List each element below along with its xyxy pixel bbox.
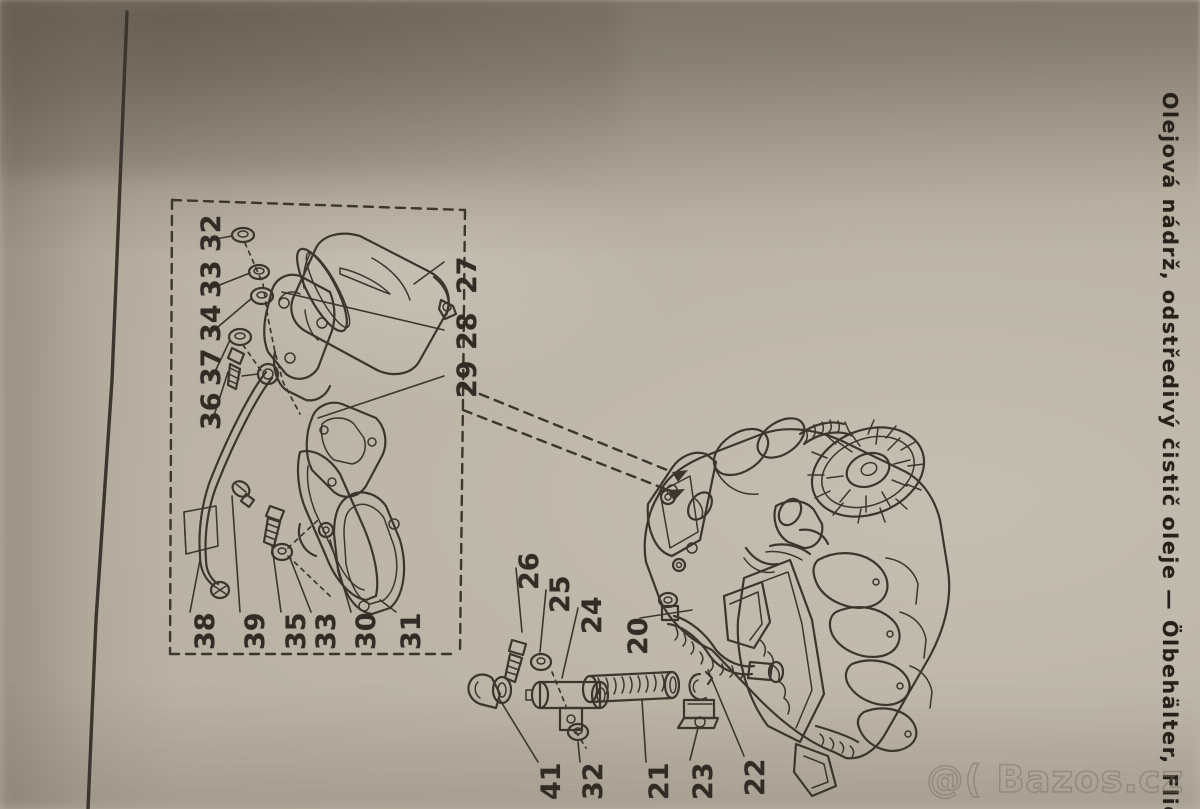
page-edge-line (86, 10, 129, 809)
part-26-hollow-bolt (503, 638, 528, 684)
fasteners-stack (226, 226, 301, 415)
callout-26: 26 (514, 552, 545, 590)
callout-31: 31 (396, 612, 427, 650)
callout-27: 27 (452, 256, 483, 294)
callout-39: 39 (240, 612, 271, 650)
part-38-oil-pipe (183, 370, 274, 600)
part-41-banjo-union (467, 673, 513, 710)
callout-36: 36 (196, 392, 227, 430)
callout-35: 35 (281, 612, 312, 650)
part-39-oil-pipe-union (231, 480, 256, 509)
site-watermark: @( Bazos.cz (926, 757, 1184, 802)
leader-lines-lower (499, 567, 745, 763)
callout-32-b: 32 (578, 762, 609, 800)
part-27-centrifugal-oil-filter (290, 232, 458, 376)
callout-32-a: 32 (196, 214, 227, 252)
callout-21: 21 (644, 762, 675, 800)
part-32-nut-lower (566, 722, 590, 742)
cooling-fan (807, 419, 926, 524)
photo-shadow-top-left (0, 0, 620, 175)
callout-30: 30 (351, 612, 382, 650)
photo-shadow-left (0, 0, 170, 809)
leader-lines-right (281, 261, 445, 419)
part-28-filter-mounting-flange (241, 273, 336, 402)
callout-28: 28 (452, 312, 483, 350)
callout-29: 29 (452, 360, 483, 398)
part-31-bracket-gasket (332, 491, 406, 616)
callout-22: 22 (740, 758, 771, 796)
detail-box-outline (168, 198, 467, 656)
callout-33-a: 33 (196, 260, 227, 298)
part-20-oil-hose-assembly (657, 591, 785, 684)
leader-lines-left (209, 235, 253, 423)
callout-38: 38 (190, 612, 221, 650)
part-33-nut-lower (270, 519, 331, 597)
cylinder-fins (812, 552, 933, 752)
callout-41: 41 (536, 762, 567, 800)
engine-assembly-illustration (643, 417, 951, 798)
callout-34: 34 (196, 304, 227, 342)
part-25-sealing-ring (529, 652, 553, 672)
callout-37: 37 (196, 348, 227, 386)
callout-24: 24 (577, 596, 608, 634)
part-23-hose-bracket (676, 698, 720, 730)
part-29-flange-gasket (305, 401, 387, 498)
detail-box-leader-lines (461, 386, 674, 492)
callout-23: 23 (688, 762, 719, 800)
part-21-flexible-hose (581, 670, 681, 704)
photo-shadow-top (0, 0, 1200, 250)
leader-lines-bottom-box (189, 495, 397, 613)
callout-20: 20 (623, 617, 654, 655)
part-35-bolt (262, 504, 286, 548)
part-22-hose-clamp (688, 670, 714, 701)
callout-33-b: 33 (311, 612, 342, 650)
page-title-caption: Olejová nádrž, odstředivý čistič oleje —… (1158, 92, 1182, 809)
callout-25: 25 (545, 575, 576, 613)
